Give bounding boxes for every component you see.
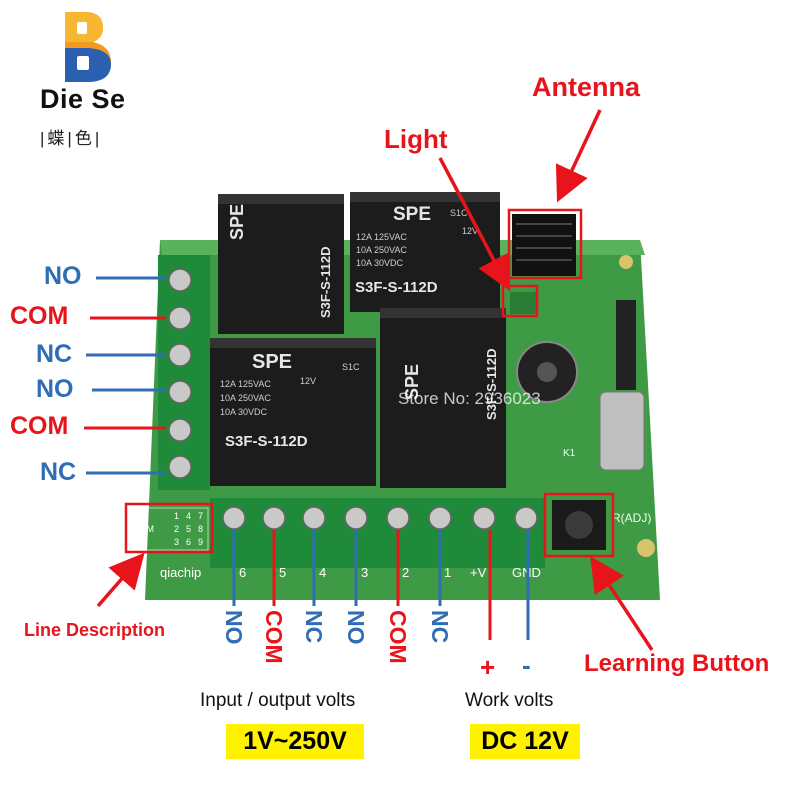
pin-plus-v: +V bbox=[470, 565, 487, 580]
silkscreen-brand: qiachip bbox=[160, 565, 201, 580]
bottom-terminal-5: COM bbox=[385, 610, 411, 664]
antenna-highlight bbox=[507, 208, 583, 280]
pin-1: 1 bbox=[444, 565, 451, 580]
svg-text:1: 1 bbox=[174, 511, 179, 521]
left-terminal-2: COM bbox=[10, 302, 69, 330]
logo-mark bbox=[65, 12, 111, 82]
relay-2 bbox=[350, 192, 500, 312]
relay-4-model: S3F-S-112D bbox=[484, 348, 499, 420]
logo-brand: Die Se bbox=[40, 84, 126, 114]
relay-1 bbox=[218, 194, 344, 334]
left-terminal-3: NC bbox=[36, 340, 73, 368]
watermark: Store No: 2936023 bbox=[398, 389, 541, 408]
pin-gnd: GND bbox=[512, 565, 541, 580]
learning-button-highlight bbox=[543, 492, 615, 558]
learning-button-arrow bbox=[590, 556, 654, 651]
bottom-terminal-6: NC bbox=[427, 610, 453, 644]
antenna-arrow bbox=[555, 109, 602, 203]
svg-text:6: 6 bbox=[186, 537, 191, 547]
pin-2: 2 bbox=[402, 565, 409, 580]
left-terminal-6: NC bbox=[40, 458, 77, 486]
mount-hole bbox=[637, 539, 655, 557]
svg-text:3: 3 bbox=[174, 537, 179, 547]
relay-2-code: S1C bbox=[450, 208, 468, 218]
relay-2-brand: SPE bbox=[393, 204, 431, 225]
pin-table: NO COM NC 1 4 7 2 5 8 3 6 9 bbox=[129, 507, 209, 551]
relay-3-rating-1: 12A 125VAC bbox=[220, 379, 271, 389]
left-terminal-4: NO bbox=[36, 375, 74, 403]
relay-2-rating-3: 10A 30VDC bbox=[356, 258, 404, 268]
relay-4 bbox=[380, 308, 506, 488]
header-pins bbox=[616, 300, 636, 390]
svg-text:4: 4 bbox=[186, 511, 191, 521]
pin-5: 5 bbox=[279, 565, 286, 580]
bottom-terminal-4: NO bbox=[343, 610, 369, 645]
relay-3-brand: SPE bbox=[252, 351, 292, 373]
relay-4-brand: SPE bbox=[402, 364, 422, 400]
work-range-badge: DC 12V bbox=[470, 724, 580, 759]
svg-text:7: 7 bbox=[198, 511, 203, 521]
left-terminal-1: NO bbox=[44, 262, 82, 290]
svg-text:COM: COM bbox=[133, 524, 154, 534]
svg-text:NO: NO bbox=[133, 511, 147, 521]
relay-2-model: S3F-S-112D bbox=[355, 279, 438, 296]
relay-3-rating-2: 10A 250VAC bbox=[220, 393, 271, 403]
relay-1-brand: SPE bbox=[227, 204, 247, 240]
left-terminal-5: COM bbox=[10, 412, 69, 440]
antenna-label: Antenna bbox=[532, 72, 640, 102]
k-label: K1 bbox=[563, 448, 576, 459]
pin-3: 3 bbox=[361, 565, 368, 580]
bottom-terminal-3: NC bbox=[301, 610, 327, 644]
io-volts-caption: Input / output volts bbox=[200, 690, 356, 711]
io-range-badge: 1V~250V bbox=[226, 724, 364, 759]
relay-3-model: S3F-S-112D bbox=[225, 433, 308, 450]
relay-2-rating-1: 12A 125VAC bbox=[356, 232, 407, 242]
bottom-terminal-2: COM bbox=[261, 610, 287, 664]
left-screws bbox=[168, 268, 192, 479]
relay-3-code: S1C bbox=[342, 362, 360, 372]
light-arrow bbox=[438, 157, 511, 292]
pin-6: 6 bbox=[239, 565, 246, 580]
relay-3 bbox=[210, 338, 376, 486]
bottom-terminal-block bbox=[210, 498, 545, 568]
minus-sign: - bbox=[522, 650, 531, 680]
bottom-screws bbox=[222, 506, 538, 530]
left-terminal-block bbox=[158, 255, 210, 490]
relay-2-coil: 12V bbox=[462, 226, 478, 236]
line-description-arrow bbox=[96, 552, 145, 608]
pin-4: 4 bbox=[319, 565, 326, 580]
work-volts-caption: Work volts bbox=[465, 690, 554, 711]
line-description-label: Line Description bbox=[24, 620, 166, 640]
relay-1-model: S3F-S-112D bbox=[318, 246, 333, 318]
plus-sign: + bbox=[480, 652, 496, 682]
relay-3-coil: 12V bbox=[300, 376, 316, 386]
svg-text:2: 2 bbox=[174, 524, 179, 534]
crystal bbox=[599, 391, 645, 471]
bottom-terminal-1: NO bbox=[221, 610, 247, 645]
logo-subtitle: |蝶|色| bbox=[40, 129, 103, 148]
learning-button-label: Learning Button bbox=[584, 650, 770, 677]
relay-3-rating-3: 10A 30VDC bbox=[220, 407, 268, 417]
light-highlight bbox=[501, 284, 539, 318]
relay-2-rating-2: 10A 250VAC bbox=[356, 245, 407, 255]
line-description-highlight bbox=[124, 502, 214, 554]
adj-label: R(ADJ) bbox=[612, 511, 651, 525]
light-label: Light bbox=[384, 124, 448, 154]
svg-text:8: 8 bbox=[198, 524, 203, 534]
svg-text:9: 9 bbox=[198, 537, 203, 547]
svg-text:NC: NC bbox=[133, 537, 146, 547]
svg-text:5: 5 bbox=[186, 524, 191, 534]
